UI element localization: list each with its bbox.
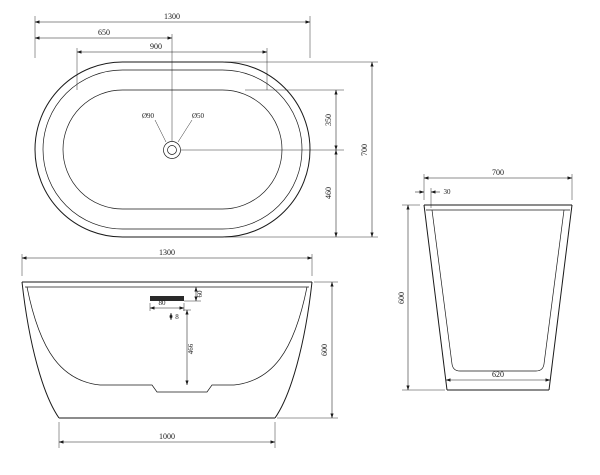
drain-outer-leader-line <box>154 119 167 143</box>
dim-front-inner-depth: 466 <box>187 343 195 354</box>
plan-rim-inner-edge <box>42 69 303 230</box>
dim-front-overall-length: 1300 <box>159 248 175 257</box>
front-overflow-slot <box>150 296 184 301</box>
side-view: 700 30 620 600 <box>397 168 573 391</box>
dim-front-overflow-slot-height: 8 <box>175 313 179 321</box>
front-view: 1300 60 80 8 466 600 1000 <box>21 248 338 448</box>
dim-side-rim-inset: 30 <box>444 188 452 196</box>
dim-side-base-width: 620 <box>492 370 504 379</box>
dim-plan-drain-offset: 650 <box>98 28 110 37</box>
plan-drain-inner-circle <box>167 145 177 155</box>
drain-inner-leader-line <box>177 119 193 143</box>
side-inner-bowl <box>431 209 565 372</box>
front-left-wall <box>21 281 60 419</box>
dim-side-overall-width: 700 <box>492 168 504 177</box>
plan-view: Ø90 Ø50 1300 650 900 350 460 700 <box>34 12 378 238</box>
plan-outer-rim <box>34 61 311 238</box>
dim-front-overflow-width: 80 <box>159 299 167 307</box>
dim-front-rim-to-overflow: 60 <box>196 290 204 298</box>
dim-front-overall-height: 600 <box>320 344 329 356</box>
dim-plan-inner-length: 900 <box>150 42 162 51</box>
front-right-wall <box>274 281 313 419</box>
plan-drain-outer-circle <box>163 141 181 159</box>
side-left-wall <box>423 204 448 391</box>
dim-plan-bowl-width: 460 <box>324 187 333 199</box>
front-inner-bowl <box>26 286 308 393</box>
plan-bowl-rim <box>62 89 283 210</box>
drain-outer-label: Ø90 <box>142 112 155 120</box>
side-right-wall <box>548 204 573 391</box>
dim-plan-top-to-drain: 350 <box>324 114 333 126</box>
dim-side-overall-height: 600 <box>397 292 406 304</box>
dim-plan-overall-length: 1300 <box>164 12 180 21</box>
dim-plan-overall-width: 700 <box>360 144 369 156</box>
dim-front-base-length: 1000 <box>159 432 175 441</box>
drain-inner-label: Ø50 <box>192 112 205 120</box>
